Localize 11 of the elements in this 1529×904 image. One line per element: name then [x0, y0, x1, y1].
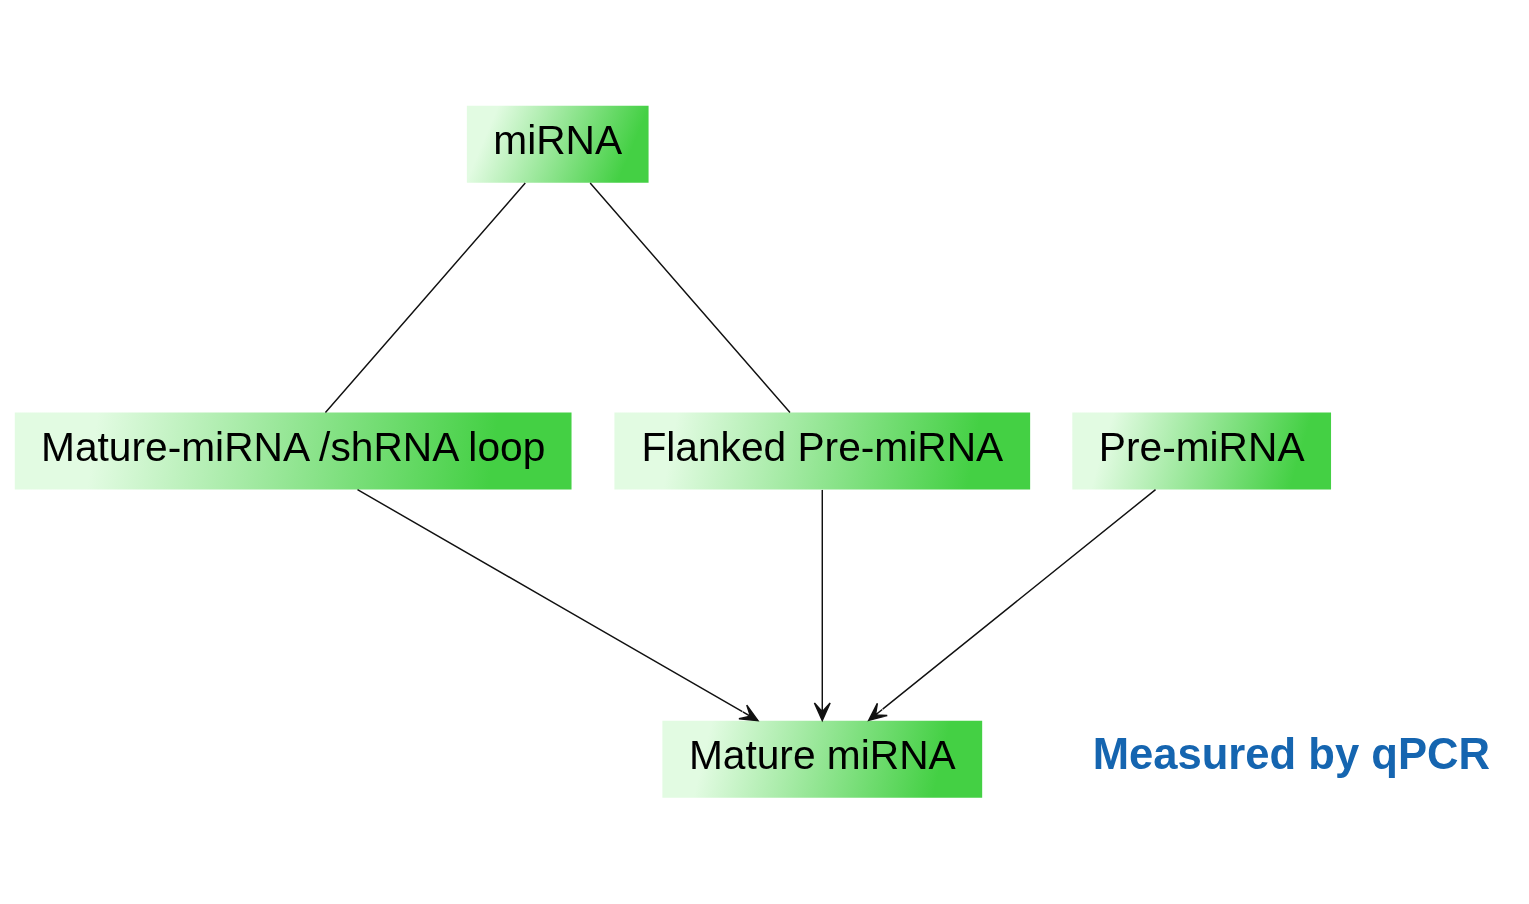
node-label: Measured by qPCR [1092, 729, 1490, 778]
node-box: Mature miRNA [662, 720, 983, 798]
node-box: Mature-miRNA /shRNA loop [14, 412, 572, 490]
arrow [867, 488, 1157, 721]
arrow [813, 488, 831, 721]
node-box: miRNA [466, 105, 649, 183]
arrow [356, 488, 759, 721]
node-box: Flanked Pre-miRNA [614, 412, 1031, 490]
connector [324, 181, 526, 413]
connector [589, 181, 791, 413]
node-box: Pre-miRNA [1072, 412, 1332, 490]
